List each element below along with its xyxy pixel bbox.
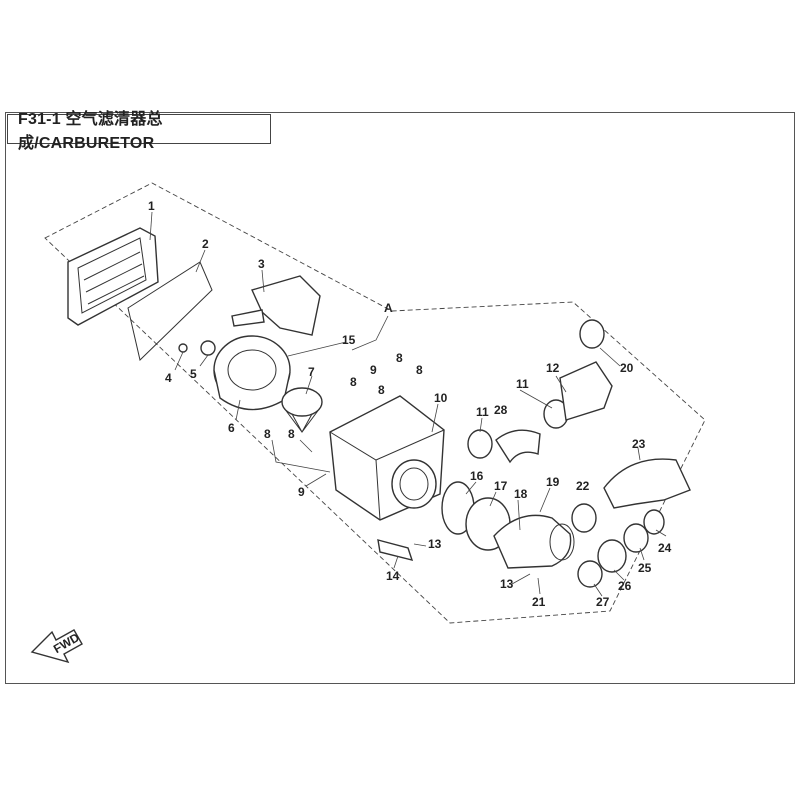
label-18: 18 <box>514 487 528 501</box>
label-10: 10 <box>434 391 448 405</box>
label-8-e: 8 <box>288 427 295 441</box>
part-12-duct <box>559 361 613 421</box>
label-3: 3 <box>258 257 265 271</box>
label-8-c: 8 <box>416 363 423 377</box>
part-1-filter-cover <box>67 227 159 326</box>
label-27: 27 <box>596 595 610 609</box>
label-24: 24 <box>658 541 672 555</box>
label-12: 12 <box>546 361 560 375</box>
part-22-clamp <box>571 503 597 533</box>
part-airbox-housing <box>329 395 445 521</box>
label-8-d: 8 <box>264 427 271 441</box>
label-2: 2 <box>202 237 209 251</box>
label-19: 19 <box>546 475 560 489</box>
label-4: 4 <box>165 371 172 385</box>
label-1: 1 <box>148 199 155 213</box>
fwd-arrow-icon: FWD <box>30 629 83 664</box>
part-25-ring <box>623 523 649 553</box>
part-20-inlet-cap <box>579 319 605 349</box>
label-25: 25 <box>638 561 652 575</box>
label-6: 6 <box>228 421 235 435</box>
part-6-filter-element <box>213 335 291 411</box>
assembly-boundary <box>44 182 706 624</box>
part-2-gasket <box>127 261 213 361</box>
label-14: 14 <box>386 569 400 583</box>
label-26: 26 <box>618 579 632 593</box>
part-18-intake-boot <box>493 514 575 569</box>
part-7-filter-cage <box>281 387 323 434</box>
part-26-ring <box>597 539 627 573</box>
leader-lines <box>149 211 667 597</box>
label-11-a: 11 <box>476 405 489 419</box>
label-5: 5 <box>190 367 197 381</box>
part-5-washer <box>200 340 216 356</box>
part-4-screw <box>178 343 188 353</box>
label-7: 7 <box>308 365 315 379</box>
part-3-bracket <box>231 275 321 336</box>
label-11-b: 11 <box>516 377 529 391</box>
part-14-drain-tube <box>377 539 414 561</box>
title-box: F31-1 空气滤清器总成/CARBURETOR <box>7 111 271 152</box>
assembly-label: A <box>384 301 393 315</box>
label-17: 17 <box>494 479 508 493</box>
label-15: 15 <box>342 333 356 347</box>
label-16: 16 <box>470 469 484 483</box>
part-27-clamp <box>577 560 603 588</box>
part-24-ring <box>643 509 665 535</box>
part-23-large-duct <box>603 458 691 509</box>
label-9-b: 9 <box>298 485 305 499</box>
label-9-a: 9 <box>370 363 377 377</box>
page-title: F31-1 空气滤清器总成/CARBURETOR <box>18 111 163 152</box>
label-22: 22 <box>576 479 590 493</box>
label-13-b: 13 <box>500 577 514 591</box>
label-8-f: 8 <box>378 383 385 397</box>
label-8-a: 8 <box>350 375 357 389</box>
label-23: 23 <box>632 437 646 451</box>
label-8-b: 8 <box>396 351 403 365</box>
label-28: 28 <box>494 403 508 417</box>
part-11-clamp-a <box>467 429 493 459</box>
label-20: 20 <box>620 361 634 375</box>
label-13-a: 13 <box>428 537 442 551</box>
label-21: 21 <box>532 595 546 609</box>
part-28-elbow <box>495 429 541 464</box>
part-labels: 1 2 3 4 5 6 7 8 8 8 8 8 8 9 9 10 11 11 1… <box>148 199 672 609</box>
diagram-frame <box>5 112 795 684</box>
